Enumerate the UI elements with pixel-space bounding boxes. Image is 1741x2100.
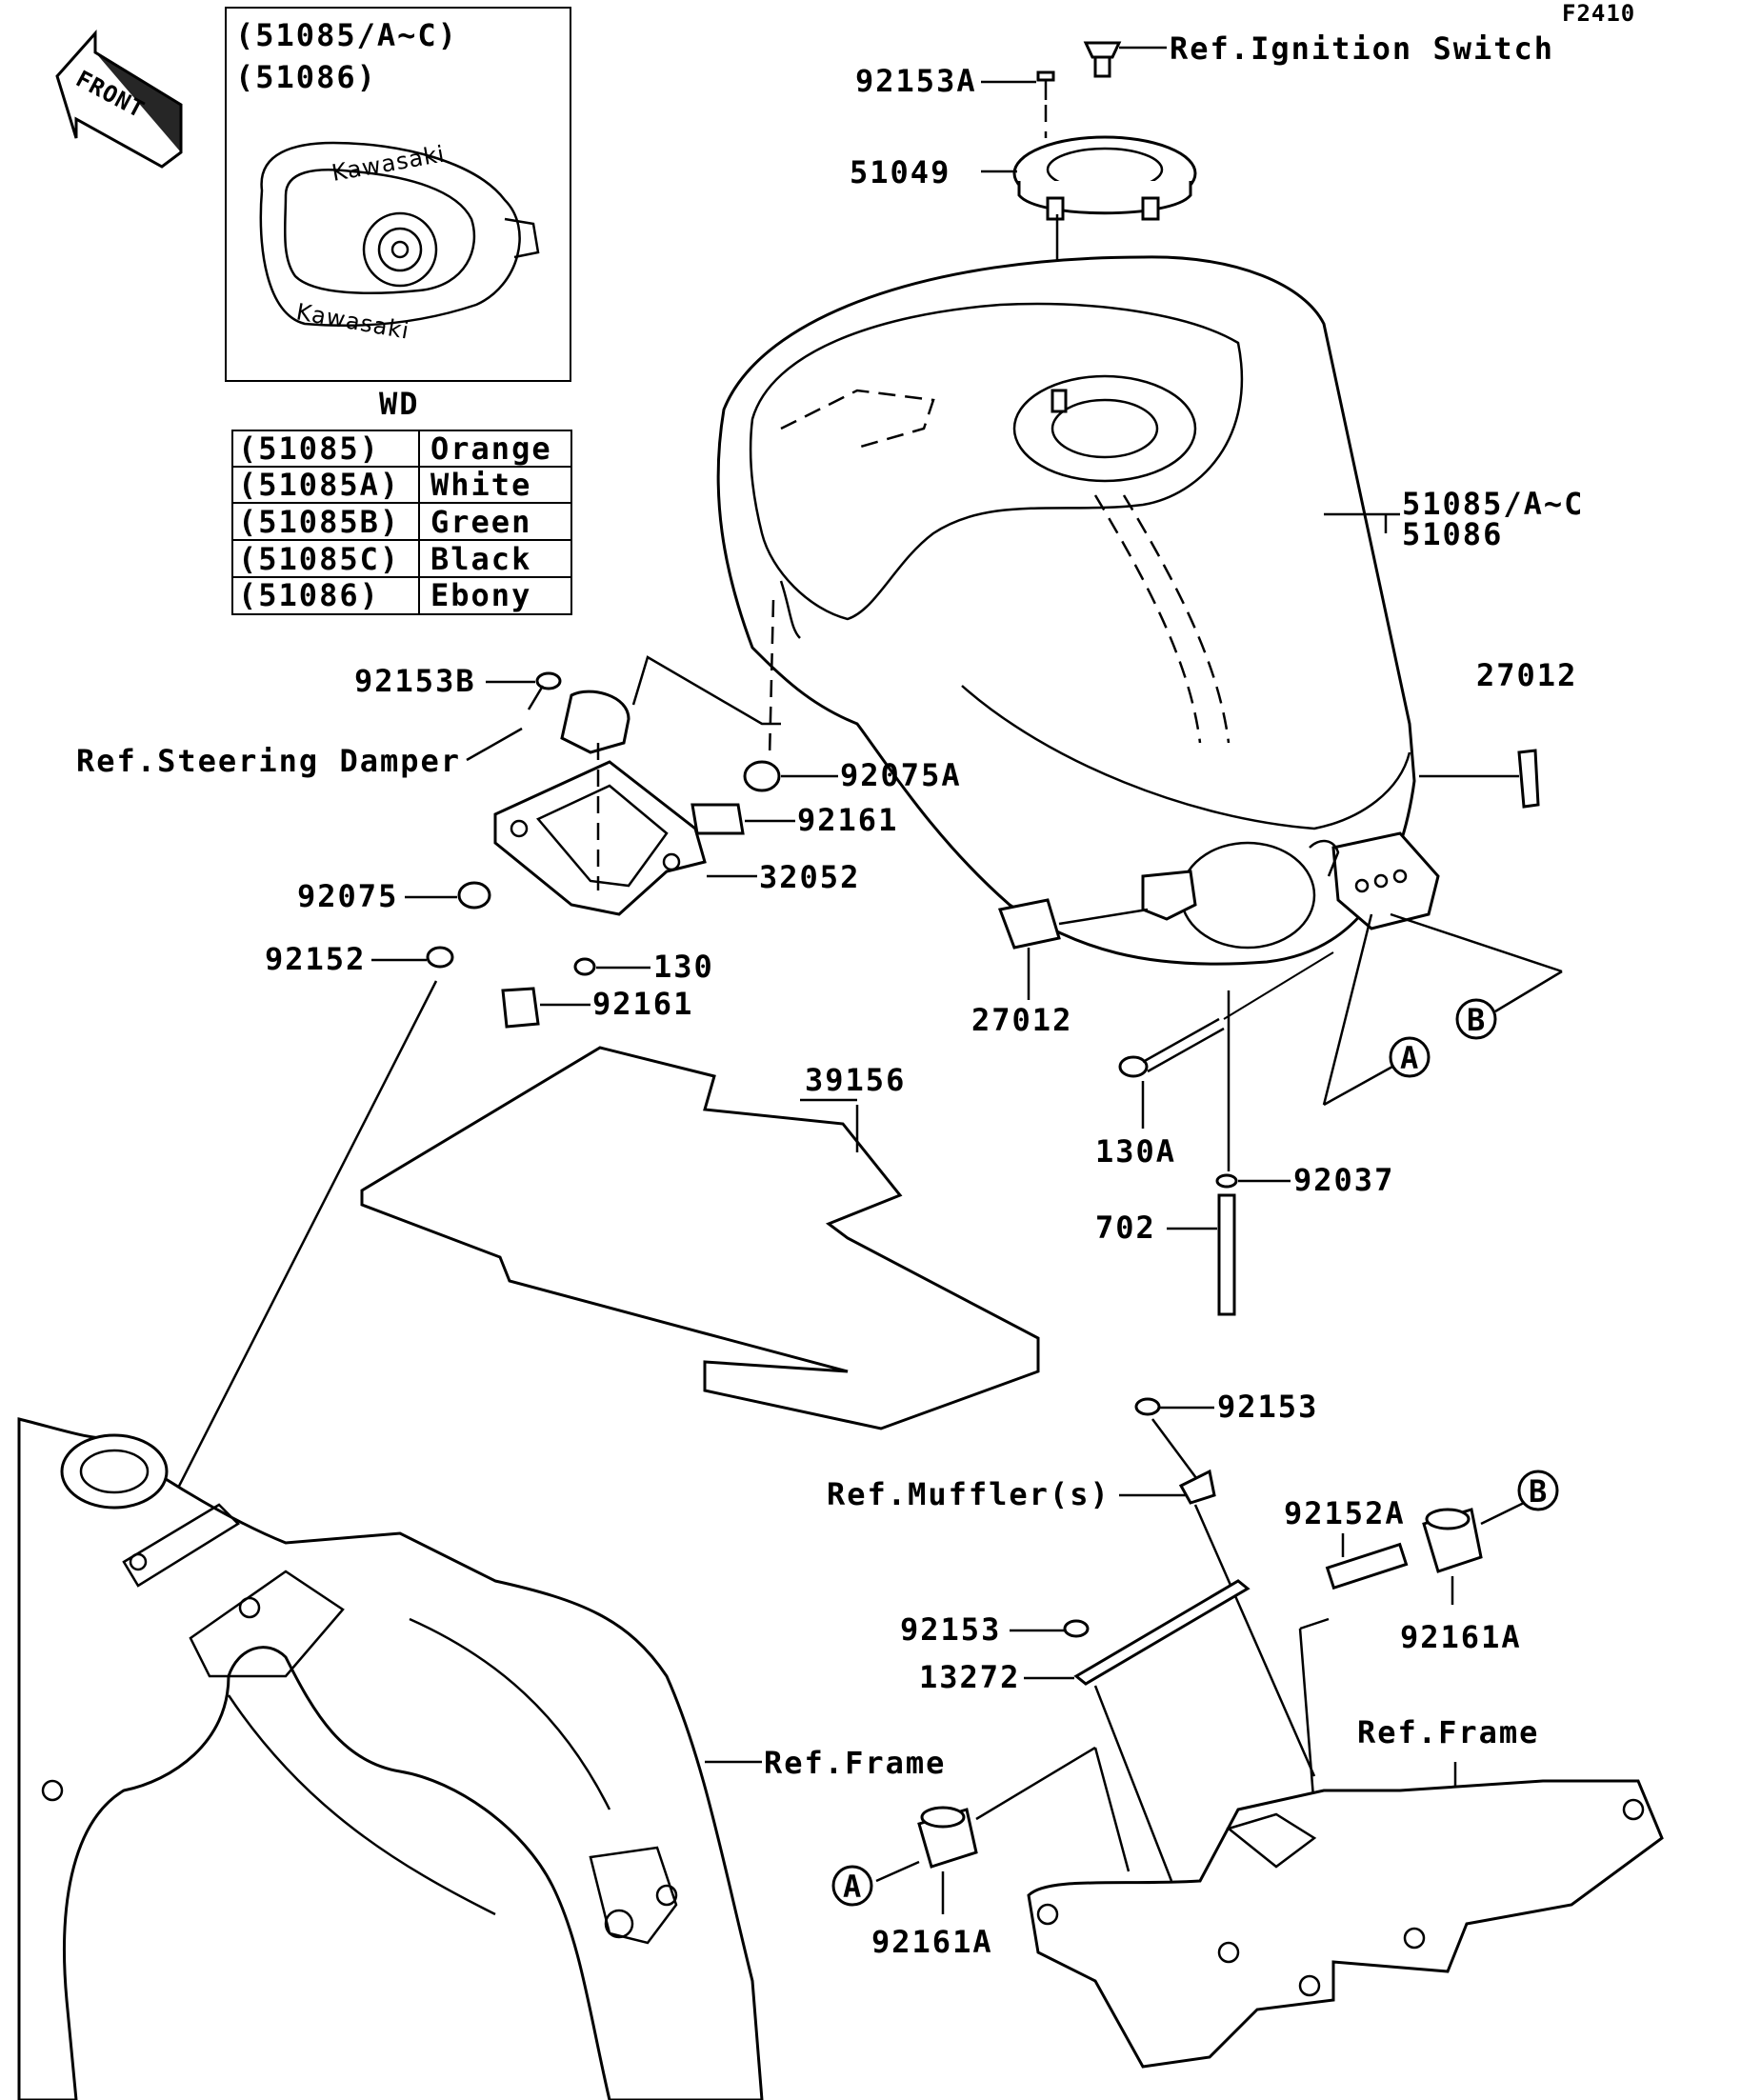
color-table-color: Ebony (430, 577, 531, 613)
label-51086: 51086 (1402, 516, 1503, 552)
color-table-part: (51086) (238, 577, 380, 613)
label-ref-muffler: Ref.Muffler(s) (827, 1476, 1111, 1512)
part-92161A-damper-right (1422, 1501, 1525, 1605)
marker-A-bottom-letter: A (843, 1869, 863, 1905)
label-92152: 92152 (265, 941, 366, 977)
label-ref-frame-right: Ref.Frame (1357, 1714, 1539, 1750)
part-92161-pad-bottom (501, 987, 590, 1029)
part-27012-label-center (997, 898, 1061, 950)
part-92161A-damper-left (875, 1746, 1131, 1914)
part-39156-pad (360, 1046, 1040, 1430)
leader-27012-center (1058, 908, 1149, 926)
part-130-bolt (573, 957, 650, 976)
label-92152A: 92152A (1284, 1495, 1406, 1531)
part-51049-fuel-cap (981, 135, 1197, 221)
part-muffler-bracket (1119, 1469, 1316, 1777)
figure-code: F2410 (1562, 0, 1635, 27)
inset-box: (51085/A~C) (51086) Kawasaki Kawasaki WD (225, 7, 571, 422)
part-92153-screw-top (1134, 1397, 1214, 1487)
front-arrow-icon: FRONT (55, 30, 183, 169)
marker-A-top: A (1322, 913, 1431, 1107)
leader-steering-damper (466, 727, 523, 762)
label-51085-A-C: 51085/A~C (1402, 486, 1584, 522)
color-table-color: White (430, 467, 531, 503)
part-702-hose (1167, 1193, 1236, 1316)
marker-A-bottom: A (831, 1865, 873, 1907)
label-39156: 39156 (805, 1062, 906, 1098)
part-92153B-bolt (486, 671, 562, 710)
label-92161-bottom: 92161 (592, 986, 693, 1022)
marker-B-top: B (1390, 912, 1563, 1040)
label-92153A: 92153A (855, 63, 977, 99)
label-ref-ignition-switch: Ref.Ignition Switch (1170, 30, 1554, 67)
color-table-part: (51085B) (238, 504, 400, 540)
part-27012-label-right (1517, 749, 1540, 809)
inset-tank-illustration: Kawasaki Kawasaki (259, 140, 540, 345)
label-27012-center: 27012 (971, 1002, 1072, 1038)
label-702: 702 (1095, 1210, 1156, 1246)
logo-text-bottom: Kawasaki (294, 298, 411, 344)
label-92153-mid: 92153 (900, 1611, 1001, 1648)
part-32052-bracket (493, 655, 781, 916)
marker-A-top-letter: A (1400, 1040, 1420, 1076)
inset-model-2: (51086) (235, 59, 377, 95)
part-92152-collar (141, 946, 454, 1558)
marker-B-bottom-letter: B (1529, 1473, 1549, 1510)
color-table-color: Orange (430, 430, 552, 467)
part-92161-pad-top (690, 803, 795, 835)
label-92161-top: 92161 (797, 802, 898, 838)
label-51049: 51049 (850, 154, 951, 190)
label-92037: 92037 (1293, 1162, 1394, 1198)
ref-frame-left (17, 1417, 764, 2100)
ref-frame-right (1027, 1762, 1664, 2069)
color-table: (51085) Orange (51085A) White (51085B) G… (231, 430, 572, 615)
marker-B-bottom: B (1517, 1470, 1559, 1511)
label-27012-right: 27012 (1476, 657, 1577, 693)
part-fuel-tank (716, 255, 1440, 966)
inset-caption: WD (379, 386, 420, 422)
part-92037-clamp (1215, 990, 1291, 1189)
label-130: 130 (653, 949, 714, 985)
part-130A-bolt (1118, 951, 1334, 1129)
inset-model-1: (51085/A~C) (235, 17, 458, 53)
color-table-color: Green (430, 504, 531, 540)
color-table-part: (51085C) (238, 541, 400, 577)
label-92161A-right: 92161A (1400, 1619, 1522, 1655)
label-ref-steering-damper: Ref.Steering Damper (76, 743, 461, 779)
part-92075-grommet (405, 881, 491, 910)
label-13272: 13272 (919, 1659, 1020, 1695)
part-92153-screw-mid (1010, 1619, 1090, 1638)
marker-B-top-letter: B (1467, 1002, 1487, 1038)
label-130A: 130A (1095, 1133, 1176, 1170)
label-92075A: 92075A (840, 757, 962, 793)
label-92075: 92075 (297, 878, 398, 914)
part-92152A-collar (1298, 1533, 1409, 1810)
color-table-color: Black (430, 541, 531, 577)
color-table-part: (51085A) (238, 467, 400, 503)
color-table-part: (51085) (238, 430, 380, 467)
part-13272-plate (1024, 1579, 1251, 1882)
label-32052: 32052 (759, 859, 860, 895)
part-ignition-screw (1083, 41, 1167, 78)
label-92161A-left: 92161A (871, 1924, 993, 1960)
label-ref-frame-left: Ref.Frame (764, 1745, 946, 1781)
part-92075A-grommet (743, 599, 838, 792)
label-92153B: 92153B (354, 663, 476, 699)
label-92153-top: 92153 (1217, 1389, 1318, 1425)
part-92153A-screw (981, 70, 1055, 138)
